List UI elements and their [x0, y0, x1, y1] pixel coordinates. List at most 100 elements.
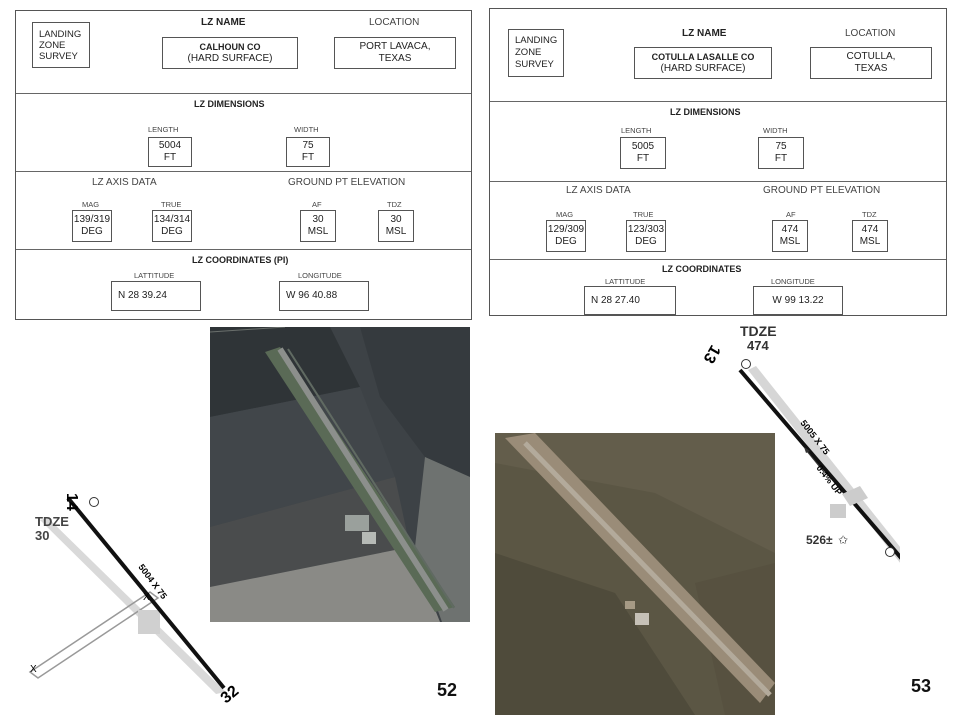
aerial-photo-left-image — [210, 327, 470, 622]
mag-box: 139/319 DEG — [72, 210, 112, 242]
runway-end-top: 13 — [700, 342, 723, 366]
apron-block — [830, 504, 846, 518]
lz-name-box: CALHOUN CO (HARD SURFACE) — [162, 37, 298, 69]
lz-surface: (HARD SURFACE) — [187, 53, 273, 64]
width-unit: FT — [774, 153, 788, 164]
location-line: TEXAS — [854, 63, 888, 74]
slope-arrow-icon — [805, 449, 825, 473]
true-value: 134/314 — [153, 214, 191, 225]
true-value: 123/303 — [627, 224, 665, 235]
dimensions-header: LZ DIMENSIONS — [670, 107, 741, 117]
axis-header: LZ AXIS DATA — [566, 185, 631, 196]
tdz-box: 30 MSL — [378, 210, 414, 242]
survey-label-line: SURVEY — [39, 50, 78, 62]
length-box: 5004 FT — [148, 137, 192, 167]
lat-box: N 28 27.40 — [584, 286, 676, 315]
section-divider — [490, 259, 946, 260]
x-mark: X — [143, 592, 150, 603]
length-unit: FT — [636, 153, 650, 164]
location-header: LOCATION — [369, 17, 420, 28]
location-header: LOCATION — [845, 28, 896, 39]
section-divider — [490, 181, 946, 182]
location-line: COTULLA, — [846, 51, 896, 62]
runway-dimension: 5004 X 75 — [136, 562, 169, 601]
location-line: TEXAS — [378, 53, 412, 64]
axis-header: LZ AXIS DATA — [92, 177, 157, 188]
tdz-value: 474 — [861, 224, 879, 235]
runway-end-top: 14 — [63, 493, 80, 511]
mag-unit: DEG — [81, 226, 103, 237]
tdze-value: 30 — [35, 528, 49, 543]
width-label: WIDTH — [294, 125, 319, 134]
lat-box: N 28 39.24 — [111, 281, 201, 311]
true-unit: DEG — [635, 236, 657, 247]
coord-header: LZ COORDINATES — [662, 264, 742, 274]
obstacle-elevation: 526± — [806, 533, 833, 547]
section-divider — [16, 249, 471, 250]
true-label: TRUE — [161, 200, 182, 209]
width-label: WIDTH — [763, 126, 788, 135]
tdz-box: 474 MSL — [852, 220, 888, 252]
coord-header: LZ COORDINATES (PI) — [192, 255, 289, 265]
width-unit: FT — [301, 152, 315, 163]
page-number-left: 52 — [437, 680, 458, 700]
survey-label-line: ZONE — [515, 47, 542, 58]
af-box: 30 MSL — [300, 210, 336, 242]
lz-name-header: LZ NAME — [201, 17, 246, 28]
true-box: 123/303 DEG — [626, 220, 666, 252]
runway-diagram-left: 14 TDZE 30 5004 X 75 X X 32 — [28, 493, 242, 707]
lon-value: W 96 40.88 — [286, 290, 338, 301]
length-value: 5004 — [158, 140, 182, 151]
lon-value: W 99 13.22 — [772, 294, 824, 306]
apron-block — [842, 486, 868, 506]
runway-line-right — [738, 368, 900, 560]
mag-value: 129/309 — [547, 224, 585, 235]
lon-label: LONGITUDE — [771, 277, 815, 286]
tdz-unit: MSL — [859, 236, 881, 247]
length-box: 5005 FT — [620, 137, 666, 169]
apron-block — [138, 610, 160, 634]
mag-box: 129/309 DEG — [546, 220, 586, 252]
survey-label-line: SURVEY — [515, 59, 554, 70]
lz-surface: (HARD SURFACE) — [660, 63, 746, 74]
tdze-label: TDZE — [740, 323, 777, 339]
lat-label: LATTITUDE — [134, 271, 175, 280]
af-unit: MSL — [307, 226, 329, 237]
lat-value: N 28 39.24 — [118, 290, 167, 301]
survey-label-line: LANDING — [515, 35, 558, 46]
lon-box: W 99 13.22 — [753, 286, 843, 315]
x-mark: X — [30, 664, 37, 675]
length-label: LENGTH — [148, 125, 179, 134]
survey-label-line: ZONE — [39, 39, 66, 51]
lon-box: W 96 40.88 — [279, 281, 369, 311]
lon-label: LONGITUDE — [298, 271, 342, 280]
lz-name-box: COTULLA LASALLE CO (HARD SURFACE) — [634, 47, 772, 79]
section-divider — [16, 171, 471, 172]
taxiway-apron — [28, 591, 160, 679]
length-label: LENGTH — [621, 126, 652, 135]
tdz-value: 30 — [390, 214, 402, 225]
lz-name: CALHOUN CO — [199, 42, 261, 52]
true-label: TRUE — [633, 210, 654, 219]
af-box: 474 MSL — [772, 220, 808, 252]
af-value: 474 — [781, 224, 799, 235]
af-label: AF — [786, 210, 796, 219]
af-label: AF — [312, 200, 322, 209]
survey-label-box: LANDING ZONE SURVEY — [32, 22, 90, 68]
aerial-photo-right — [495, 433, 775, 715]
tdze-label: TDZE — [35, 514, 69, 529]
lz-name-header: LZ NAME — [682, 28, 727, 39]
runway-marker-icon — [885, 547, 895, 557]
tdze-value: 474 — [747, 338, 769, 353]
section-divider — [16, 93, 471, 94]
lz-name: COTULLA LASALLE CO — [651, 52, 755, 62]
location-box: COTULLA, TEXAS — [810, 47, 932, 79]
width-value: 75 — [302, 140, 314, 151]
location-line: PORT LAVACA, — [359, 41, 431, 52]
lat-label: LATTITUDE — [605, 277, 646, 286]
ground-header: GROUND PT ELEVATION — [288, 177, 406, 188]
aerial-photo-left — [210, 327, 470, 622]
location-box: PORT LAVACA, TEXAS — [334, 37, 456, 69]
tdz-label: TDZ — [862, 210, 877, 219]
taxiway-left — [40, 518, 226, 694]
